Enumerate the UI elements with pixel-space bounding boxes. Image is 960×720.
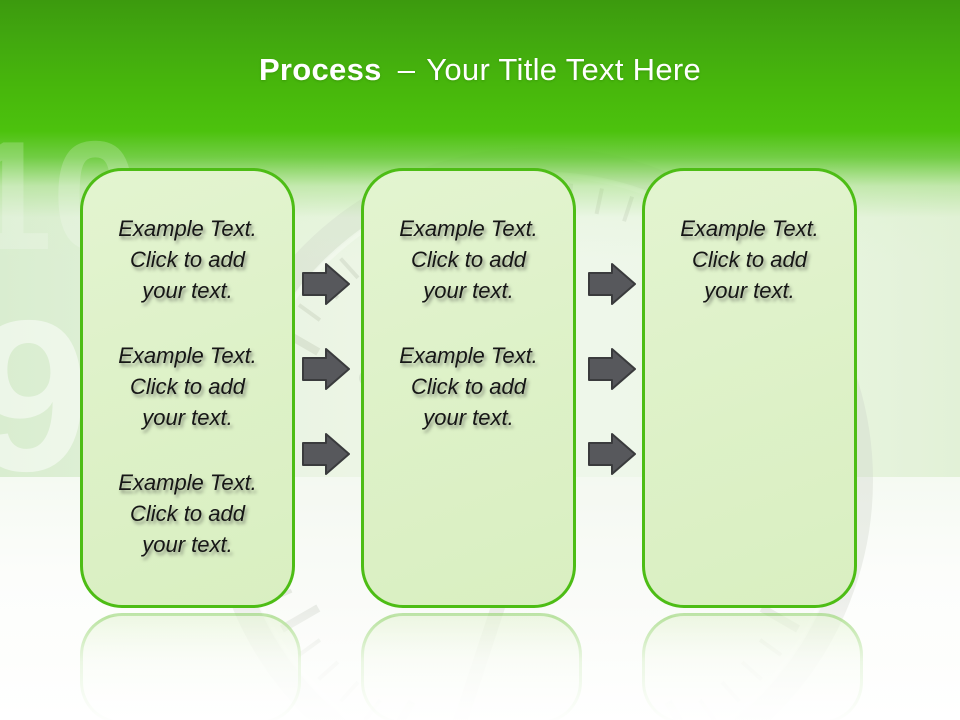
title-keyword: Process xyxy=(258,52,382,87)
box-3-paragraph-1[interactable]: Example Text. Click to add your text. xyxy=(680,216,819,303)
arrow-right-icon[interactable] xyxy=(588,263,636,305)
process-box-3[interactable]: Example Text. Click to add your text. xyxy=(642,168,857,608)
clock-numeral-nine: 9 xyxy=(0,275,90,516)
title-separator: – xyxy=(397,52,416,87)
arrow-right-icon[interactable] xyxy=(588,348,636,390)
process-box-2[interactable]: Example Text. Click to add your text. Ex… xyxy=(361,168,576,608)
title-text: Your Title Text Here xyxy=(426,52,702,87)
box-1-paragraph-2[interactable]: Example Text. Click to add your text. xyxy=(118,343,257,430)
arrow-right-icon[interactable] xyxy=(302,348,350,390)
process-box-1[interactable]: Example Text. Click to add your text. Ex… xyxy=(80,168,295,608)
arrow-right-icon[interactable] xyxy=(302,433,350,475)
box-1-paragraph-3[interactable]: Example Text. Click to add your text. xyxy=(118,470,257,557)
box-1-paragraph-1[interactable]: Example Text. Click to add your text. xyxy=(118,216,257,303)
reflection-fade-overlay xyxy=(0,598,960,720)
arrow-right-icon[interactable] xyxy=(588,433,636,475)
box-2-paragraph-1[interactable]: Example Text. Click to add your text. xyxy=(399,216,538,303)
slide-title[interactable]: Process–Your Title Text Here xyxy=(0,52,960,88)
box-2-paragraph-2[interactable]: Example Text. Click to add your text. xyxy=(399,343,538,430)
arrow-right-icon[interactable] xyxy=(302,263,350,305)
